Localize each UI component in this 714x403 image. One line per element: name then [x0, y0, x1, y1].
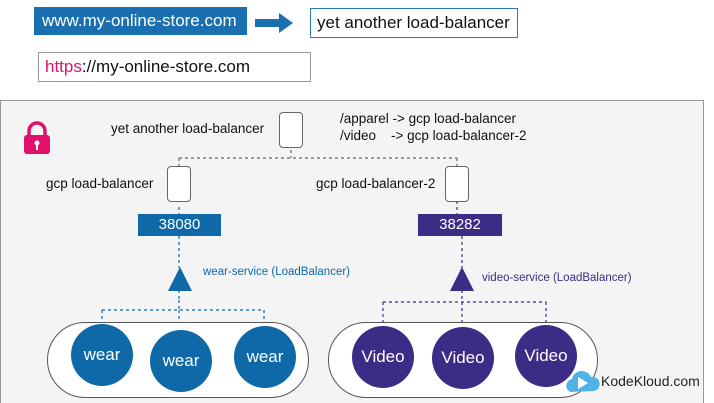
load-balancer-box: yet another load-balancer: [310, 8, 518, 38]
gcp-lb-1-label: gcp load-balancer: [46, 176, 154, 191]
video-pod-3: Video: [515, 325, 577, 387]
domain-url-box: www.my-online-store.com: [34, 7, 247, 35]
video-pod-2: Video: [432, 327, 494, 389]
routing-rules: /apparel -> gcp load-balancer/video -> g…: [340, 110, 526, 144]
top-lb-node: [279, 112, 303, 148]
video-service-icon: [450, 267, 474, 291]
gcp-lb-1-node: [167, 166, 191, 202]
wear-pod-1: wear: [71, 324, 133, 386]
https-url-rest: ://my-online-store.com: [81, 57, 251, 76]
top-lb-label: yet another load-balancer: [111, 121, 265, 136]
video-pod-1: Video: [352, 326, 414, 388]
brand-name: KodeKloud.com: [601, 373, 700, 389]
video-service-label: video-service (LoadBalancer): [482, 272, 632, 284]
gcp-lb-2-label: gcp load-balancer-2: [316, 176, 436, 191]
wear-service-label: wear-service (LoadBalancer): [203, 266, 351, 278]
route-rule-video: /video -> gcp load-balancer-2: [340, 128, 527, 143]
route-rule-apparel: /apparel -> gcp load-balancer: [340, 111, 516, 126]
right-arrow-icon: [255, 13, 293, 33]
wear-port-badge: 38080: [138, 214, 221, 236]
https-url-box: https://my-online-store.com: [38, 52, 311, 82]
kodekloud-logo-icon: [566, 370, 600, 392]
wear-pod-3: wear: [234, 326, 296, 388]
load-balancer-box-text: yet another load-balancer: [317, 13, 510, 32]
wear-pod-2: wear: [150, 330, 212, 392]
lock-icon: [24, 121, 50, 154]
https-scheme: https: [45, 57, 82, 76]
domain-url-text: www.my-online-store.com: [42, 11, 237, 30]
wear-service-icon: [168, 267, 192, 291]
video-port-badge: 38282: [418, 214, 502, 236]
gcp-lb-2-node: [445, 166, 469, 202]
